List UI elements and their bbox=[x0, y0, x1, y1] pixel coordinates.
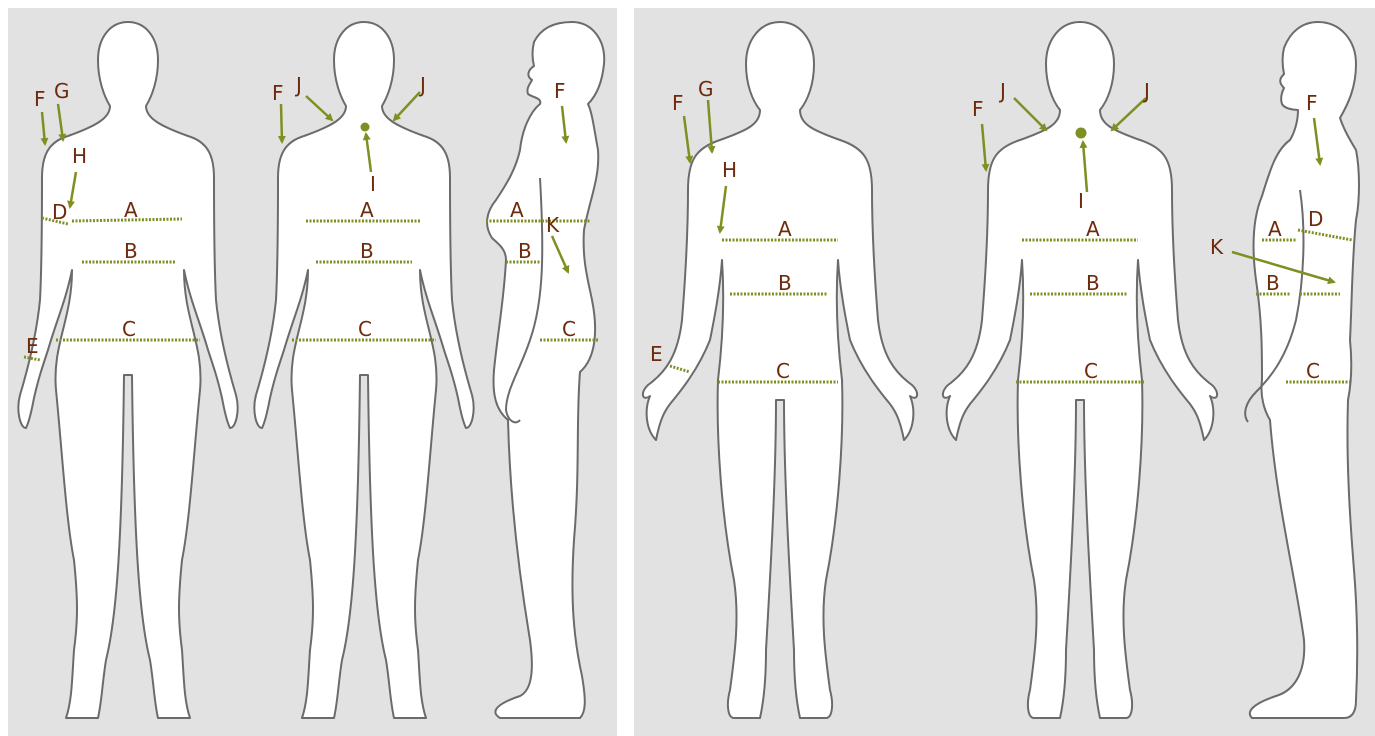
label-b: B bbox=[778, 271, 792, 295]
label-c: C bbox=[776, 359, 790, 383]
label-c: C bbox=[562, 317, 576, 341]
woman-side-figure: A B C F K bbox=[486, 22, 604, 718]
label-c: C bbox=[1306, 359, 1320, 383]
label-c: C bbox=[122, 317, 136, 341]
label-h: H bbox=[722, 158, 737, 182]
label-b: B bbox=[360, 239, 374, 263]
label-f: F bbox=[972, 97, 984, 121]
label-f: F bbox=[554, 79, 566, 103]
label-b: B bbox=[518, 239, 532, 263]
label-j: J bbox=[418, 73, 426, 97]
label-a: A bbox=[510, 198, 524, 222]
label-a: A bbox=[360, 198, 374, 222]
label-f: F bbox=[34, 87, 46, 111]
label-d: D bbox=[52, 200, 67, 224]
label-k: K bbox=[1210, 235, 1224, 259]
label-c: C bbox=[1084, 359, 1098, 383]
label-g: G bbox=[54, 79, 70, 103]
man-side-figure: A D B C F K bbox=[1210, 22, 1359, 718]
label-b: B bbox=[1086, 271, 1100, 295]
label-i: I bbox=[370, 172, 376, 196]
label-f: F bbox=[672, 91, 684, 115]
label-a: A bbox=[1268, 217, 1282, 241]
label-j: J bbox=[1142, 79, 1150, 103]
label-a: A bbox=[778, 217, 792, 241]
label-d: D bbox=[1308, 207, 1323, 231]
label-e: E bbox=[26, 334, 39, 358]
label-a: A bbox=[124, 198, 138, 222]
label-b: B bbox=[124, 239, 138, 263]
label-f: F bbox=[272, 81, 284, 105]
woman-back-figure: A B C F J J I bbox=[254, 22, 473, 718]
label-c: C bbox=[358, 317, 372, 341]
label-e: E bbox=[650, 342, 663, 366]
label-g: G bbox=[698, 77, 714, 101]
label-a: A bbox=[1086, 217, 1100, 241]
label-j: J bbox=[294, 73, 302, 97]
label-b: B bbox=[1266, 271, 1280, 295]
label-h: H bbox=[72, 144, 87, 168]
man-front-figure: A B C E F G H bbox=[643, 22, 917, 718]
label-i: I bbox=[1078, 189, 1084, 213]
label-j: J bbox=[998, 79, 1006, 103]
label-k: K bbox=[546, 213, 560, 237]
man-back-figure: A B C F J J I bbox=[943, 22, 1217, 718]
label-f: F bbox=[1306, 91, 1318, 115]
woman-front-figure: A B C D E F G H bbox=[18, 22, 237, 718]
